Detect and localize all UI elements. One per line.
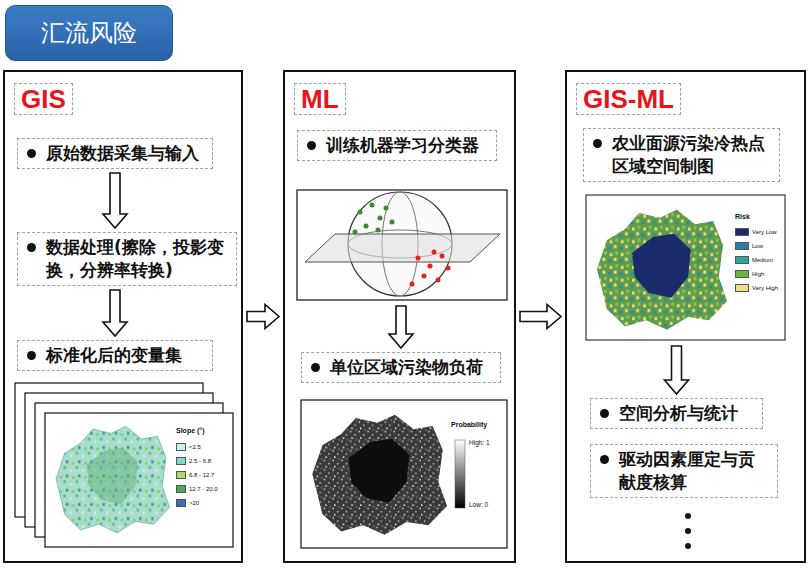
step-text: 数据处理(擦除，投影变换，分辨率转换) [17, 232, 237, 286]
illustration-part [56, 426, 169, 533]
legend-swatch [735, 242, 749, 250]
illustration-part [378, 216, 383, 221]
title-tab: 汇流风险 [5, 5, 173, 61]
process-box: 标准化后的变量集 [17, 340, 213, 371]
risk-map [586, 195, 785, 340]
map-label: Low: 0 [469, 500, 488, 509]
step-text: 单位区域污染物负荷 [301, 352, 501, 383]
probability-map [301, 400, 507, 548]
illustration-part [410, 282, 415, 287]
legend-swatch [735, 270, 749, 278]
illustration-part [390, 220, 395, 225]
legend-swatch [735, 256, 749, 264]
illustration-part [436, 278, 441, 283]
hollow-arrow [103, 173, 127, 228]
illustration-part [446, 266, 451, 271]
legend-swatch [735, 284, 749, 292]
hollow-arrow [520, 305, 561, 329]
legend-text: <2.5 [189, 443, 201, 451]
illustration-part [586, 195, 785, 340]
illustration-part [376, 228, 381, 233]
illustration-part [87, 448, 138, 505]
legend-text: High [752, 270, 764, 278]
hollow-arrow [103, 290, 127, 336]
illustration-part [364, 224, 369, 229]
map-stack [15, 383, 233, 547]
illustration-part [384, 206, 389, 211]
step-text: 空间分析与统计 [590, 398, 763, 429]
step-text: 标准化后的变量集 [17, 340, 213, 371]
process-box: 驱动因素厘定与贡献度核算 [590, 444, 778, 498]
illustration-part [685, 528, 691, 534]
legend-swatch [176, 499, 186, 507]
illustration-part [440, 254, 445, 259]
illustration-part [305, 234, 500, 262]
legend-swatch [176, 443, 186, 451]
process-box: 单位区域污染物负荷 [301, 352, 501, 383]
map-label: High: 1 [469, 438, 490, 447]
illustration-part [685, 513, 691, 519]
hollow-arrow [389, 306, 413, 348]
illustration-part [45, 413, 233, 547]
illustration-part [301, 400, 507, 548]
step-text: 原始数据采集与输入 [17, 138, 213, 169]
legend-text: Low [752, 242, 763, 250]
illustration-part [353, 203, 395, 235]
illustration-part [632, 234, 691, 298]
legend-swatch [176, 471, 186, 479]
illustration-part [353, 230, 358, 235]
panel-heading: ML [294, 83, 346, 115]
illustration-part [297, 190, 507, 300]
legend-swatch [176, 485, 186, 493]
illustration-part [422, 274, 427, 279]
process-box: 数据处理(擦除，投影变换，分辨率转换) [17, 232, 237, 286]
illustration-part [428, 264, 433, 269]
illustration-part [370, 203, 375, 208]
process-box: 原始数据采集与输入 [17, 138, 213, 169]
process-box: 空间分析与统计 [590, 398, 763, 429]
illustration-part [685, 543, 691, 549]
panel: GIS-ML 农业面源污染冷热点区域空间制图空间分析与统计驱动因素厘定与贡献度核算 [565, 70, 806, 563]
legend-text: 2.5 - 6.8 [189, 457, 211, 465]
illustration-part [312, 415, 447, 535]
title-text: 汇流风险 [41, 17, 137, 49]
legend-text: Medium [752, 256, 773, 264]
map-label: Risk [735, 212, 750, 221]
legend-text: 12.7 - 20.0 [189, 485, 218, 493]
hollow-arrow [247, 305, 279, 329]
map-label: Slope (°) [176, 426, 204, 435]
illustration-part [410, 250, 451, 287]
legend-text: 6.8 - 12.7 [189, 471, 214, 479]
map-label: Probability [451, 420, 487, 429]
illustration-part [455, 440, 465, 508]
step-text: 训练机器学习分类器 [297, 130, 497, 161]
continuation-dots [685, 513, 691, 549]
panel-heading: GIS [14, 83, 73, 115]
legend-text: Very Low [752, 228, 777, 236]
illustration-part [358, 210, 363, 215]
legend-swatch [176, 457, 186, 465]
step-text: 农业面源污染冷热点区域空间制图 [583, 128, 780, 182]
legend-text: >20 [189, 499, 199, 507]
step-text: 驱动因素厘定与贡献度核算 [590, 444, 778, 498]
illustration-part [416, 256, 421, 261]
illustration-part [432, 250, 437, 255]
panel: ML 训练机器学习分类器单位区域污染物负荷 [283, 70, 516, 563]
legend-swatch [735, 228, 749, 236]
legend-text: Very High [752, 284, 778, 292]
illustration-part [597, 210, 727, 330]
hollow-arrow [665, 346, 689, 394]
panel-heading: GIS-ML [576, 83, 681, 115]
process-box: 训练机器学习分类器 [297, 130, 507, 302]
illustration-part [349, 439, 410, 503]
classifier-sphere [297, 190, 507, 300]
